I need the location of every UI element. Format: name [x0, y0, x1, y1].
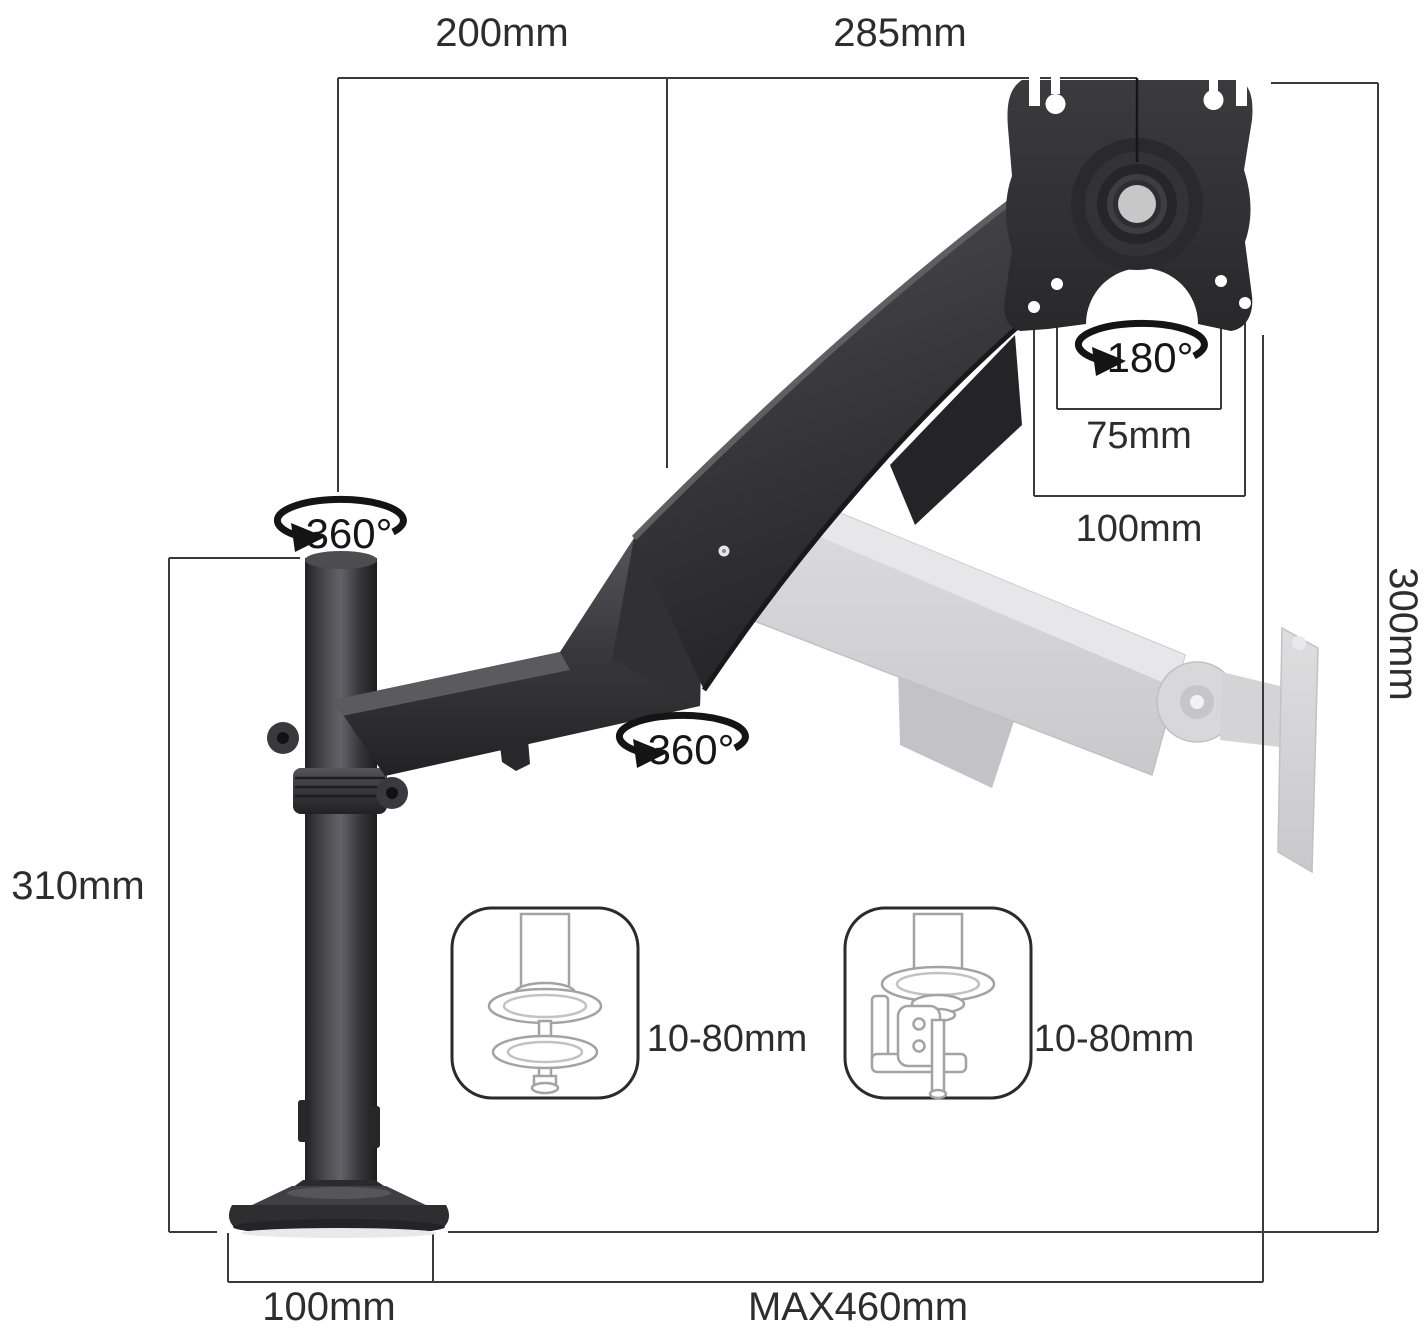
- dim-label-max460mm: MAX460mm: [748, 1285, 968, 1329]
- clamp-plate-hole-top: [912, 1017, 926, 1031]
- pole-side-tab-left: [298, 1100, 308, 1142]
- dim-label-100mm-base: 100mm: [262, 1285, 395, 1329]
- rotation-360-arm-icon: 360°: [615, 711, 749, 773]
- dim-bottom-bracket: [227, 1233, 1263, 1283]
- upper-arm-top-bevel: [631, 175, 1044, 541]
- rotation-arc: [615, 711, 749, 755]
- hub-center: [1118, 185, 1156, 223]
- rotation-arc: [273, 495, 407, 539]
- rotation-180-vesa-icon: 180°: [1074, 319, 1208, 381]
- lower-arm: [333, 538, 704, 776]
- grommet-pole: [519, 912, 571, 992]
- elbow-screw-center: [722, 549, 726, 553]
- ghost-plate-screw: [1292, 636, 1306, 650]
- cable-clip: [500, 740, 530, 771]
- rotation-vesa-label: 180°: [1107, 334, 1194, 381]
- ghost-plate-connector: [1220, 672, 1288, 748]
- vesa-hole-outer-right: [1239, 297, 1251, 309]
- vesa-hole-outer-left: [1028, 301, 1040, 313]
- grommet-bracket-inner: [506, 1040, 584, 1064]
- pole-top-cap: [305, 551, 377, 569]
- ghost-arm-under-bracket: [898, 668, 1015, 788]
- rotation-pole-label: 360°: [306, 510, 393, 557]
- grommet-flange-inner: [502, 993, 588, 1019]
- rotation-arrowhead: [291, 523, 325, 552]
- dim-label-300mm: 300mm: [1381, 567, 1425, 700]
- collar-ear-right-hole: [386, 787, 398, 799]
- dim-label-310mm: 310mm: [11, 864, 144, 908]
- monitor-arm-assembly: [228, 175, 1102, 1238]
- ghost-vesa-plate-edge: [1277, 626, 1319, 874]
- rotation-arc: [1074, 319, 1208, 363]
- inset-grommet-mount: [450, 906, 640, 1100]
- keyhole-neck-right: [1209, 76, 1218, 94]
- upper-arm-under-bracket: [890, 335, 1022, 525]
- plate-notch-left: [1029, 76, 1040, 106]
- dimension-lines: [168, 77, 1379, 1283]
- rotation-360-pole-icon: 360°: [273, 495, 407, 557]
- dim-left-height: [168, 557, 300, 1233]
- plate-notch-right: [1236, 76, 1247, 106]
- keyhole-neck-left: [1051, 76, 1060, 94]
- dim-vesa-100-bracket: [1033, 310, 1246, 497]
- clamp-screw-tip: [928, 1088, 948, 1100]
- base-ground-shadow: [241, 1228, 437, 1238]
- pole-collar-sleeve: [293, 768, 387, 814]
- base-flange-highlight: [287, 1187, 391, 1199]
- keyhole-right-icon: [1203, 90, 1224, 110]
- dim-label-200mm: 200mm: [435, 11, 568, 55]
- inset-clamp-mount: [843, 906, 1033, 1100]
- dim-label-100mm-vesa: 100mm: [1076, 508, 1203, 550]
- pole-side-tab-right: [369, 1106, 380, 1148]
- dim-right-height: [1271, 82, 1379, 1232]
- ghost-arm-top-bevel: [728, 470, 1185, 688]
- clamp-range-label: 10-80mm: [1034, 1018, 1195, 1060]
- upper-arm: [634, 178, 1100, 690]
- grommet-nut-cap: [530, 1081, 560, 1095]
- clamp-flange-inner: [895, 971, 981, 997]
- dim-label-75mm: 75mm: [1086, 415, 1192, 457]
- collar-ear-left-hole: [277, 732, 289, 744]
- pole-column: [305, 558, 377, 1190]
- grommet-range-label: 10-80mm: [647, 1018, 808, 1060]
- rotation-arrowhead: [1092, 347, 1126, 376]
- collar-ribs: [295, 776, 385, 798]
- vesa-hole-inner-left: [1051, 278, 1063, 290]
- clamp-plate-hole-bottom: [912, 1039, 926, 1053]
- rotation-arrowhead: [633, 739, 667, 768]
- keyhole-left-icon: [1045, 94, 1066, 114]
- ghost-arm-lowered-position: [699, 469, 1319, 874]
- lower-arm-top-bevel: [333, 652, 570, 716]
- ghost-hinge-screw: [1190, 695, 1204, 709]
- dim-label-285mm: 285mm: [833, 11, 966, 55]
- vesa-hole-inner-right: [1215, 275, 1227, 287]
- rotation-arm-label: 360°: [648, 726, 735, 773]
- vesa-plate: [1004, 76, 1253, 331]
- clamp-screw-rod: [930, 1018, 946, 1094]
